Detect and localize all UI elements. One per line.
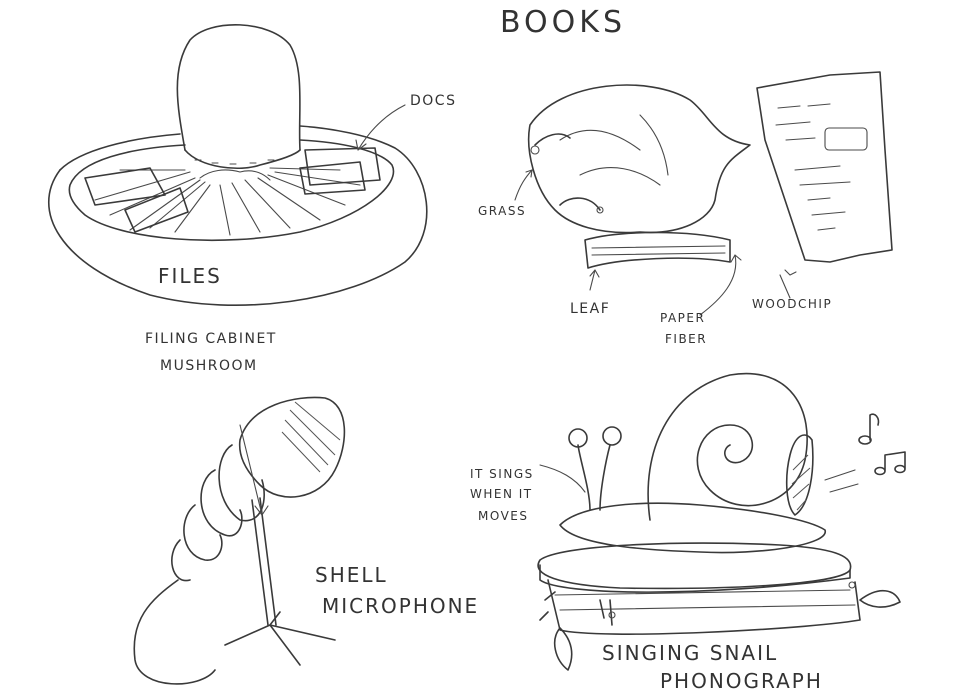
leaf-label: LEAF [570,301,610,317]
page-title: BOOKS [500,5,626,40]
mushroom-caption-line-1: FILING CABINET [145,331,277,347]
snail-caption-line-2: PHONOGRAPH [660,669,823,693]
singing-snail-drawing [537,372,901,671]
filing-cabinet-mushroom-drawing [48,24,428,306]
docs-label: DOCS [410,93,456,109]
paper-fiber-label-1: PAPER [660,311,705,325]
paper-fiber-label-2: FIBER [665,332,707,346]
grass-label: GRASS [478,204,526,218]
microphone-label: MICROPHONE [322,594,479,618]
woodchip-label: WOODCHIP [752,297,832,311]
snail-caption-line-1: SINGING SNAIL [602,641,778,665]
woodchip-page-drawing [756,71,893,299]
sings-note-line-1: IT SINGS [470,467,534,481]
shell-label: SHELL [315,563,388,587]
mushroom-caption-line-2: MUSHROOM [160,358,258,374]
sings-note-line-2: WHEN IT [470,487,533,501]
leaf-book-drawing [514,84,751,316]
files-label: FILES [158,264,222,288]
music-note-icon [858,413,880,445]
double-music-note-icon [874,451,906,476]
shell-microphone-drawing [133,396,346,685]
sings-note-line-3: MOVES [478,509,529,523]
